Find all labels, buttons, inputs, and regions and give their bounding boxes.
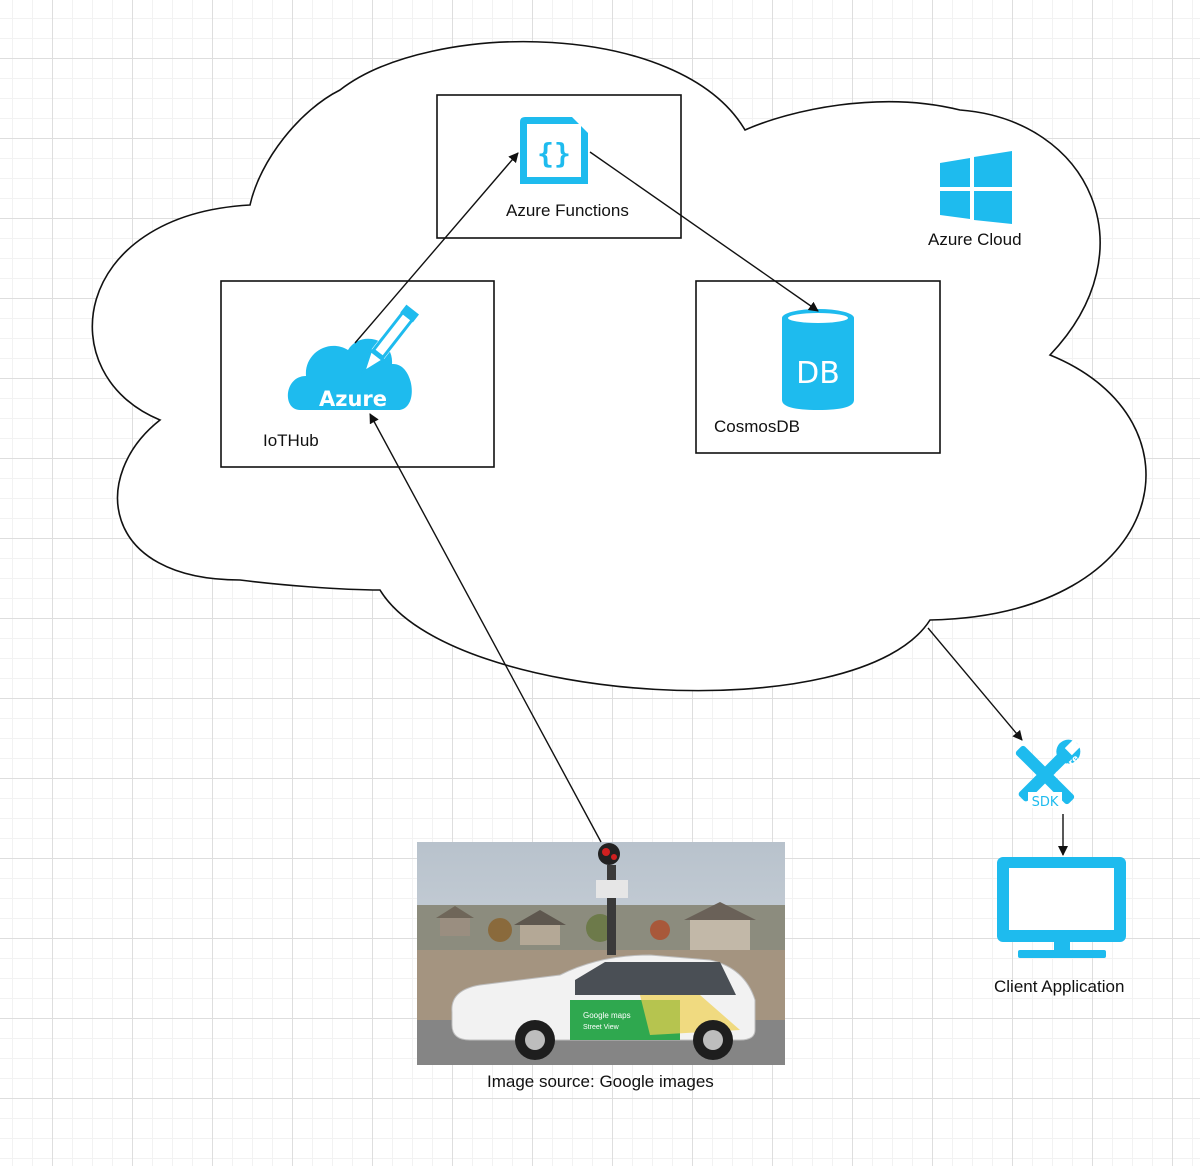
azure-cloud-pencil-icon: Azure [287,304,420,411]
car-text-google-maps: Google maps [583,1011,631,1020]
azure-functions-label: Azure Functions [506,201,629,220]
street-view-car-image[interactable]: Google maps Street View [417,842,785,1065]
azure-functions-icon: {} [520,117,588,184]
car-text-street-view: Street View [583,1024,620,1031]
azure-cloud-container[interactable] [91,40,1147,692]
client-application-label: Client Application [994,977,1124,996]
car-image-caption: Image source: Google images [487,1072,714,1091]
edges [354,151,1068,856]
sdk-badge: SDK [1032,795,1059,810]
iothub-label: IoTHub [263,431,319,450]
svg-text:{}: {} [537,137,571,170]
node-iothub[interactable]: Azure IoTHub [220,280,495,468]
edge-cloud-to-sdk [927,627,1023,741]
cloud-label: Azure Cloud [928,230,1022,249]
monitor-icon[interactable] [997,857,1126,958]
edge-iothub-to-functions [354,152,519,344]
database-icon: DB [782,309,854,410]
iothub-azure-badge: Azure [319,387,387,411]
windows-logo-icon [940,151,1012,224]
azure-sdk-tools-icon[interactable]: Azure SDK [1013,735,1085,810]
edge-car-to-iothub [369,413,602,843]
edge-functions-to-cosmosdb [589,151,819,312]
cosmosdb-label: CosmosDB [714,417,800,436]
node-cosmosdb[interactable]: DB CosmosDB [695,280,941,454]
node-azure-functions[interactable]: {} Azure Functions [436,94,682,239]
cosmosdb-db-badge: DB [796,356,840,391]
